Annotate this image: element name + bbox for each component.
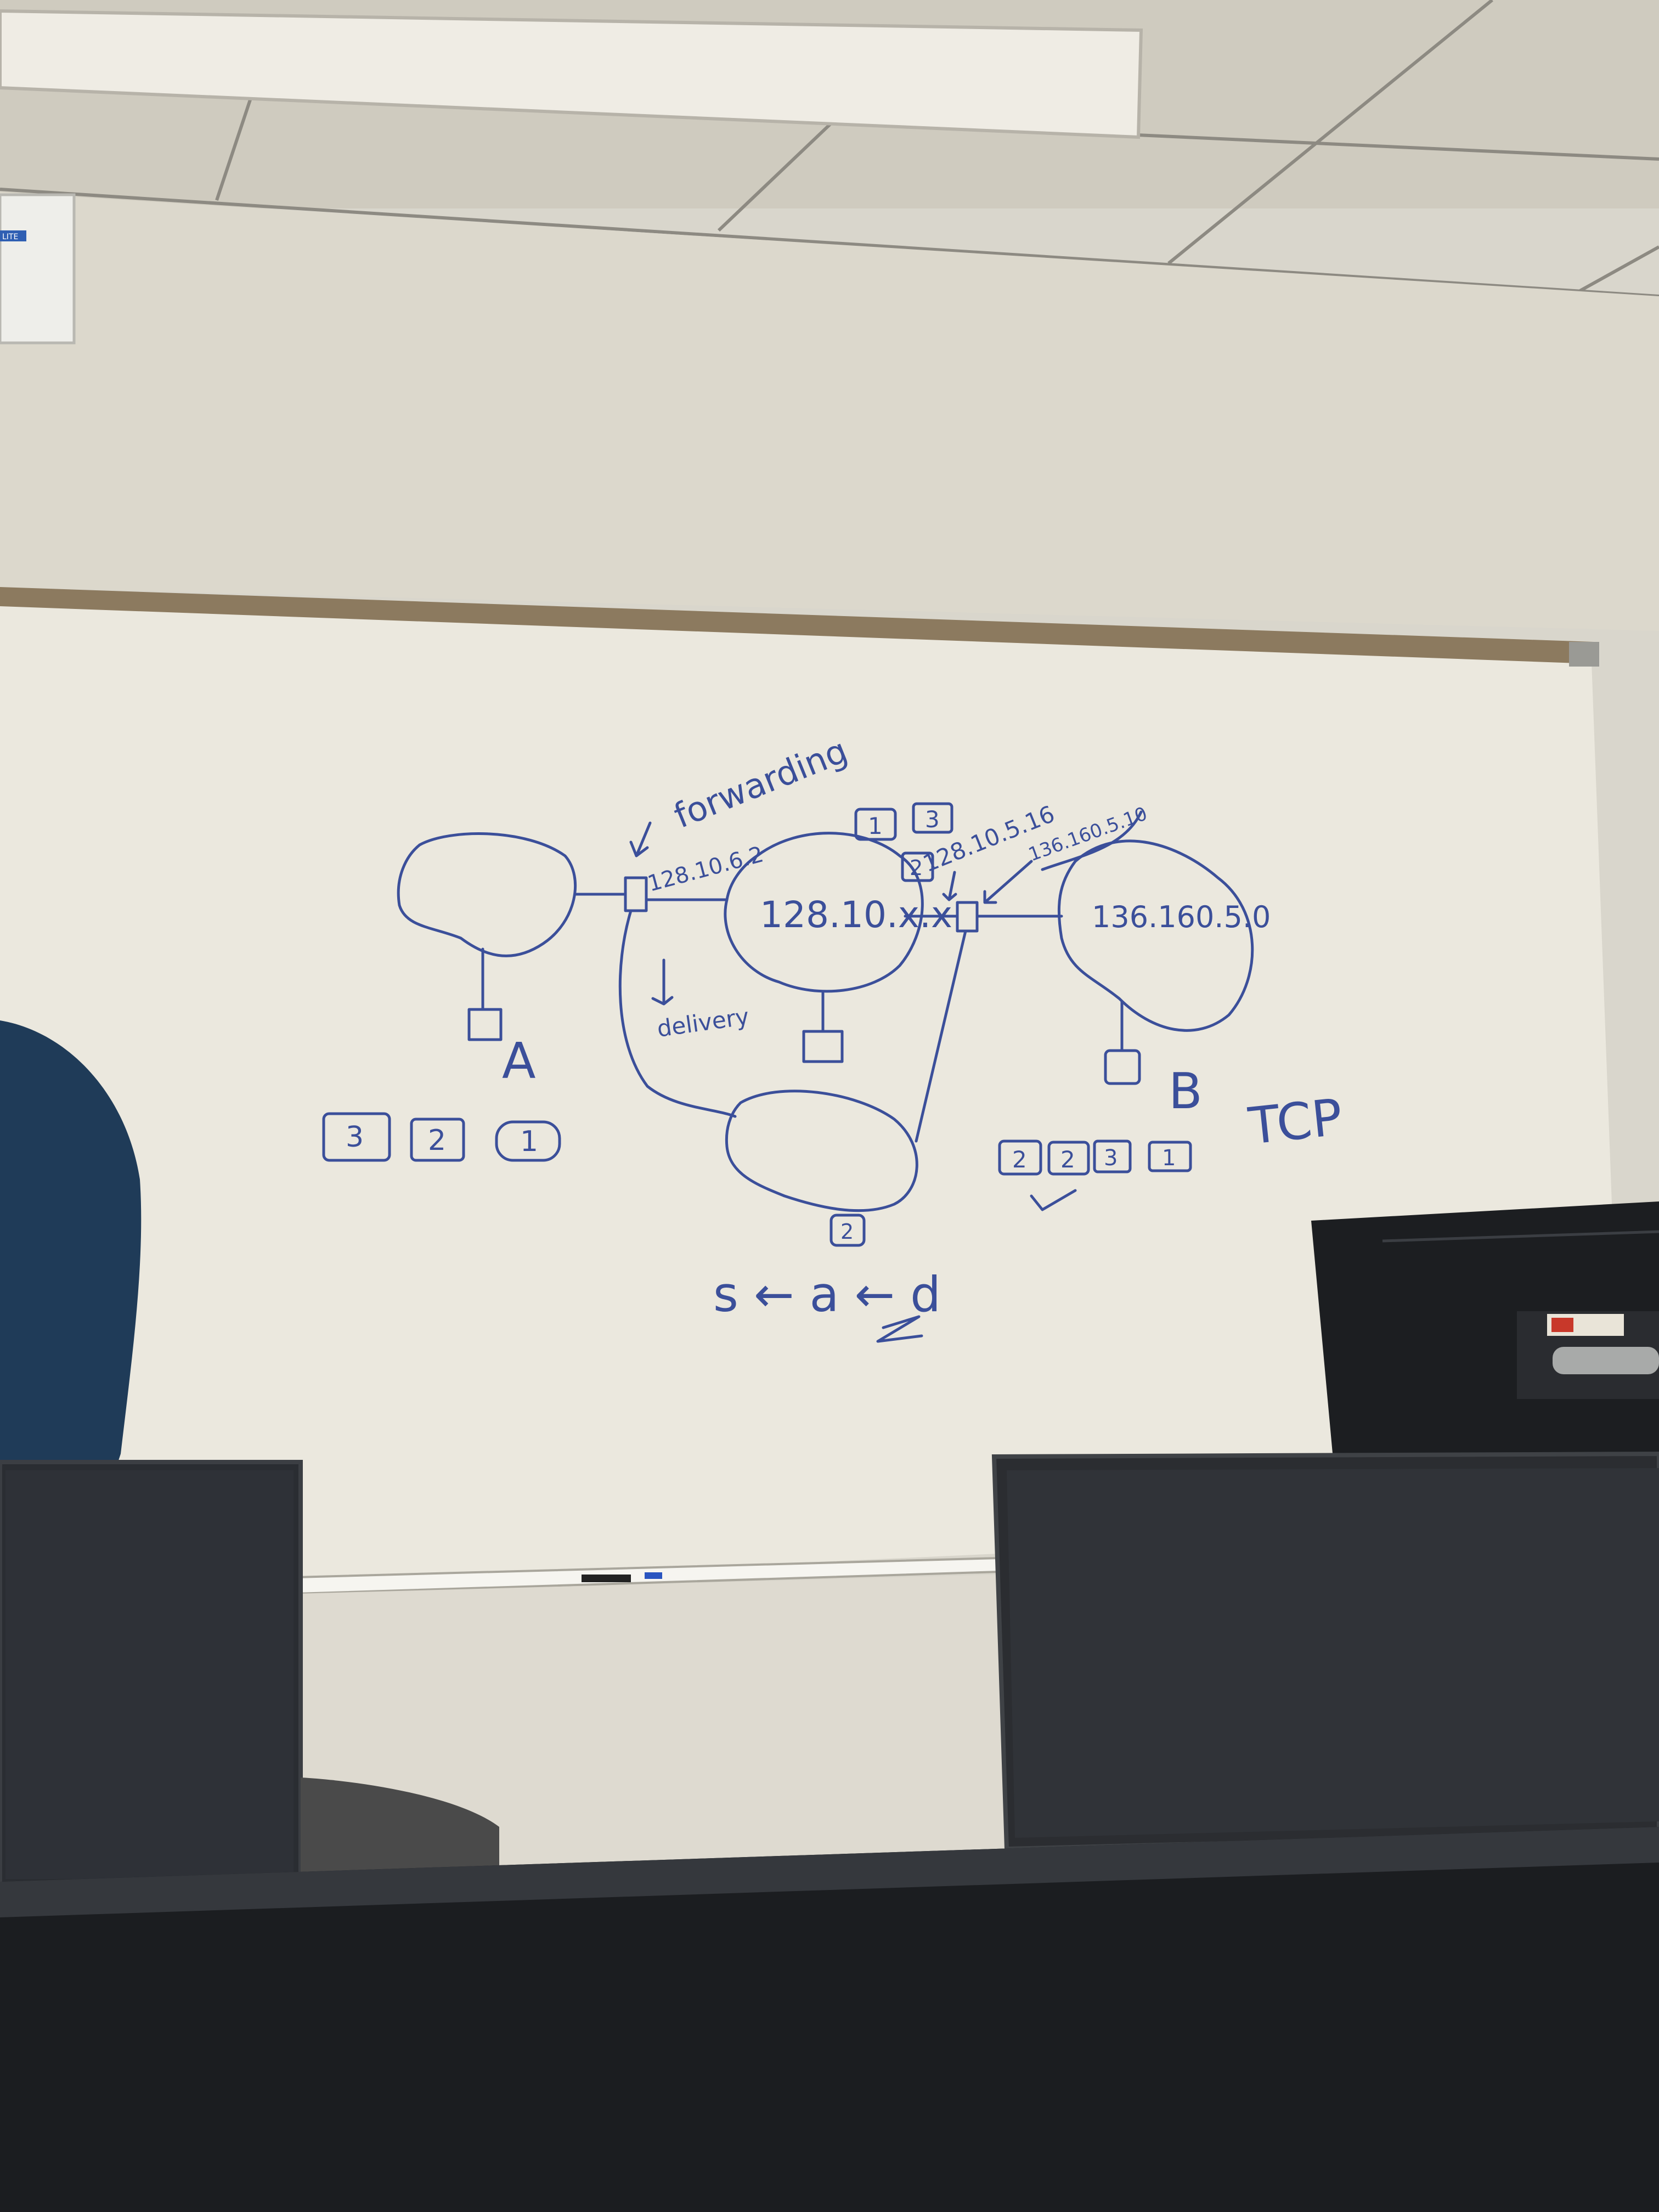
label-tcp: TCP <box>1245 1088 1345 1156</box>
marker-black <box>582 1575 631 1582</box>
packet-b-2b <box>1047 1141 1090 1176</box>
label-sad: s ← a ← d <box>713 1266 941 1323</box>
label-network-right: 136.160.5.0 <box>1092 900 1271 934</box>
packet-top-3 <box>912 802 953 834</box>
monitor-warning-icon <box>1551 1318 1573 1332</box>
packet-a-1-label: 1 <box>520 1125 538 1158</box>
marker-blue <box>645 1572 662 1579</box>
host-middle-box <box>802 1030 844 1063</box>
packet-b-1 <box>1148 1141 1192 1172</box>
foreground-monitor <box>0 1827 1659 2212</box>
monitor-right-screen <box>1007 1468 1659 1838</box>
packet-a-2 <box>410 1118 465 1162</box>
network-cloud-right <box>1057 839 1254 1032</box>
lower-wall <box>296 1575 1004 1876</box>
packet-b-2a <box>998 1139 1042 1176</box>
packet-a-3-label: 3 <box>346 1121 364 1154</box>
packet-b-3 <box>1093 1139 1132 1173</box>
packet-top-3-label: 3 <box>925 806 940 833</box>
network-cloud-left <box>397 832 577 957</box>
rail-end-cap <box>1569 642 1599 667</box>
monitor-arm <box>1553 1347 1659 1374</box>
packet-b-2b-label: 2 <box>1060 1146 1075 1173</box>
foreground-monitor-top-edge <box>0 1827 1659 1917</box>
packet-bottom-2-label: 2 <box>840 1220 854 1244</box>
packet-top-1 <box>854 808 897 841</box>
wall-unit-badge <box>0 230 26 241</box>
ceiling-light-fixture <box>0 9 1143 139</box>
label-network-mid: 128.10.x.x <box>760 894 952 936</box>
whiteboard <box>0 592 1624 1599</box>
person-shoulder <box>0 1020 142 1462</box>
wall <box>0 192 1659 631</box>
host-b-box <box>1104 1049 1141 1085</box>
wall-mounted-unit <box>0 193 76 345</box>
packet-top-1-label: 1 <box>868 812 883 839</box>
packet-top-2-label: 2 <box>910 856 923 880</box>
packet-a-1 <box>495 1120 561 1162</box>
label-host-a: A <box>502 1032 536 1090</box>
packet-a-2-label: 2 <box>428 1124 446 1157</box>
packet-a-3 <box>322 1112 391 1162</box>
packet-top-2 <box>901 851 934 882</box>
monitor-edge <box>1382 1230 1659 1243</box>
packet-b-1-label: 1 <box>1162 1146 1176 1171</box>
monitor-left-screen <box>5 1470 294 1879</box>
check-mark <box>1030 1189 1077 1211</box>
wall-unit-brand-text: LITE <box>2 233 18 241</box>
host-a-box <box>467 1008 503 1041</box>
packet-bottom-2 <box>830 1214 866 1247</box>
packet-b-2a-label: 2 <box>1012 1146 1027 1173</box>
network-diagram <box>322 802 1254 1343</box>
chair-back <box>301 1778 499 1876</box>
label-host-b: B <box>1169 1063 1203 1120</box>
network-cloud-bottom <box>725 1090 918 1212</box>
whiteboard-map-rail <box>0 587 1594 664</box>
packet-b-3-label: 3 <box>1104 1146 1118 1171</box>
